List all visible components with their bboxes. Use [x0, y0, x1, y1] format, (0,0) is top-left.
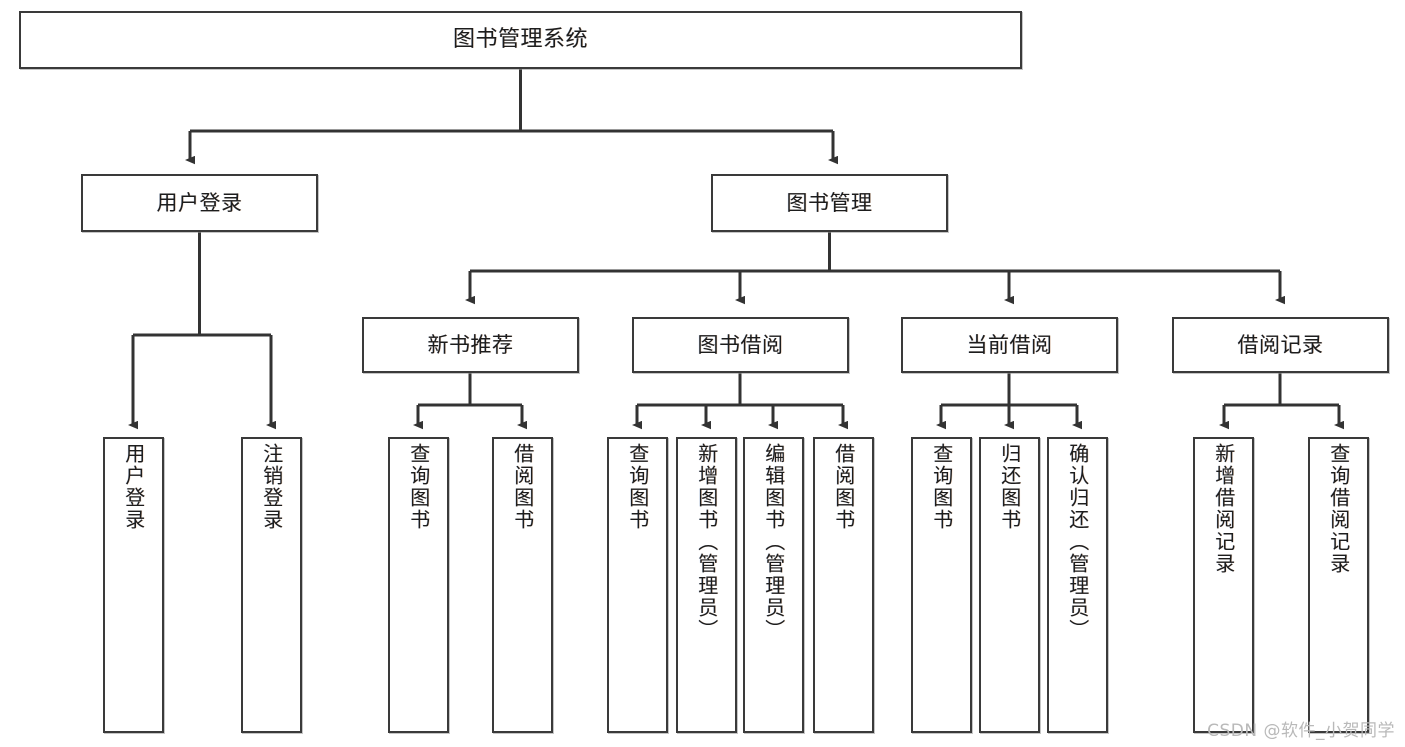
node-label: 用户登录: [156, 190, 243, 215]
node-label: 注销登录: [259, 443, 284, 531]
node-root-system[interactable]: 图书管理系统: [19, 11, 1022, 69]
node-book-management[interactable]: 图书管理: [711, 174, 948, 232]
node-leaf-user-logout[interactable]: 注销登录: [241, 437, 302, 733]
node-label: 查询图书: [625, 443, 650, 531]
node-label: 借阅图书: [510, 443, 535, 531]
node-label: 确认归还（管理员）: [1065, 443, 1090, 641]
node-label: 查询借阅记录: [1326, 443, 1351, 575]
node-leaf-borrow-book-2[interactable]: 借阅图书: [813, 437, 874, 733]
node-label: 新书推荐: [427, 332, 514, 357]
node-label: 图书管理: [786, 190, 873, 215]
node-label: 新增借阅记录: [1211, 443, 1236, 575]
node-borrow-record[interactable]: 借阅记录: [1172, 317, 1389, 373]
node-leaf-edit-book[interactable]: 编辑图书（管理员）: [743, 437, 804, 733]
node-leaf-confirm-return[interactable]: 确认归还（管理员）: [1047, 437, 1108, 733]
node-leaf-borrow-book-1[interactable]: 借阅图书: [492, 437, 553, 733]
node-label: 查询图书: [929, 443, 954, 531]
node-user-login[interactable]: 用户登录: [81, 174, 318, 232]
node-leaf-add-record[interactable]: 新增借阅记录: [1193, 437, 1254, 733]
node-label: 查询图书: [406, 443, 431, 531]
node-label: 归还图书: [997, 443, 1022, 531]
node-leaf-query-book-3[interactable]: 查询图书: [911, 437, 972, 733]
node-label: 图书管理系统: [452, 27, 588, 53]
node-label: 编辑图书（管理员）: [761, 443, 786, 641]
node-leaf-return-book[interactable]: 归还图书: [979, 437, 1040, 733]
node-label: 借阅记录: [1237, 332, 1324, 357]
node-label: 新增图书（管理员）: [694, 443, 719, 641]
node-label: 图书借阅: [697, 332, 784, 357]
node-label: 当前借阅: [966, 332, 1053, 357]
node-label: 用户登录: [121, 443, 146, 531]
csdn-watermark: CSDN @软件_小贺同学: [1207, 721, 1395, 741]
node-label: 借阅图书: [831, 443, 856, 531]
node-book-borrow[interactable]: 图书借阅: [632, 317, 849, 373]
node-leaf-user-login[interactable]: 用户登录: [103, 437, 164, 733]
node-leaf-add-book[interactable]: 新增图书（管理员）: [676, 437, 737, 733]
node-leaf-query-book-1[interactable]: 查询图书: [388, 437, 449, 733]
node-leaf-query-record[interactable]: 查询借阅记录: [1308, 437, 1369, 733]
node-leaf-query-book-2[interactable]: 查询图书: [607, 437, 668, 733]
node-new-book-recommend[interactable]: 新书推荐: [362, 317, 579, 373]
node-current-borrow[interactable]: 当前借阅: [901, 317, 1118, 373]
